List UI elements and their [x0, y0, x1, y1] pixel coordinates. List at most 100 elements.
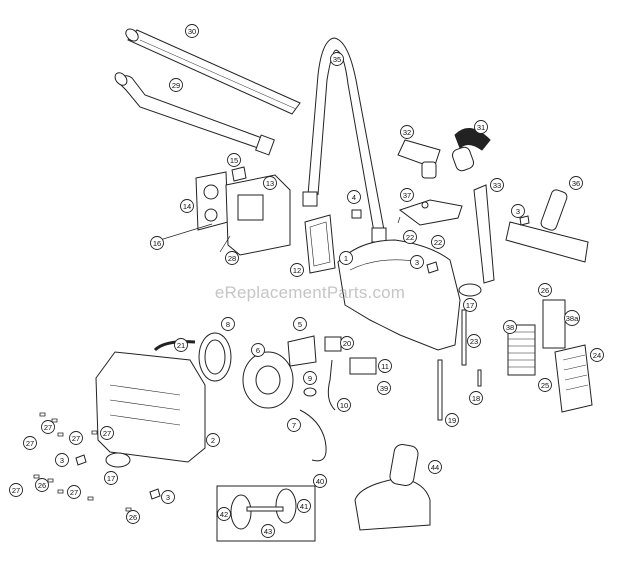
callout-number: 4 — [352, 193, 356, 202]
callout-29: 29 — [169, 78, 183, 92]
callout-22a: 22 — [403, 230, 417, 244]
callout-number: 36 — [572, 179, 580, 188]
part-29-curved-wand — [113, 70, 275, 154]
callout-circle — [227, 153, 241, 167]
callout-circle — [67, 485, 81, 499]
callout-circle — [150, 236, 164, 250]
part-15-indicator-lens — [232, 167, 246, 181]
callout-41: 41 — [297, 499, 311, 513]
part-20-bracket — [325, 337, 341, 351]
callout-circle — [303, 371, 317, 385]
callout-circle — [347, 190, 361, 204]
callout-39: 39 — [377, 381, 391, 395]
callout-number: 29 — [172, 81, 180, 90]
callout-21: 21 — [174, 338, 188, 352]
callout-number: 14 — [183, 202, 191, 211]
callout-circle — [403, 230, 417, 244]
callout-number: 7 — [292, 421, 296, 430]
callout-circle — [410, 255, 424, 269]
callout-circle — [287, 418, 301, 432]
callout-38: 38 — [503, 320, 517, 334]
callout-circle — [69, 431, 83, 445]
callout-number: 24 — [593, 351, 601, 360]
callout-circle — [290, 263, 304, 277]
callout-7: 7 — [287, 418, 301, 432]
callout-number: 26 — [541, 286, 549, 295]
callout-number: 3 — [415, 258, 419, 267]
part-17-oval-pad-lower — [106, 453, 130, 467]
part-7-power-cord — [300, 410, 326, 461]
callout-number: 19 — [448, 416, 456, 425]
callout-circle — [490, 178, 504, 192]
callout-27c: 27 — [100, 426, 114, 440]
callout-12: 12 — [290, 263, 304, 277]
callout-circle — [569, 176, 583, 190]
callout-number: 21 — [177, 341, 185, 350]
callout-circle — [463, 298, 477, 312]
callout-number: 12 — [293, 266, 301, 275]
callout-number: 3 — [166, 493, 170, 502]
part-21-gasket — [155, 342, 195, 350]
callout-number: 37 — [403, 191, 411, 200]
callout-circle — [538, 283, 552, 297]
callout-number: 27 — [72, 434, 80, 443]
callout-circle — [221, 317, 235, 331]
callout-circle — [293, 317, 307, 331]
callout-number: 38 — [506, 323, 514, 332]
callout-27e: 27 — [9, 483, 23, 497]
callout-number: 44 — [431, 463, 439, 472]
callout-number: 3 — [516, 207, 520, 216]
callout-27a: 27 — [41, 420, 55, 434]
callout-26a: 26 — [538, 283, 552, 297]
callout-40: 40 — [313, 474, 327, 488]
part-8-motor-ring — [199, 333, 231, 381]
part-30-extension-wand — [123, 27, 300, 114]
callout-circle — [55, 453, 69, 467]
callout-number: 9 — [308, 374, 312, 383]
callout-3d: 3 — [161, 490, 175, 504]
callout-number: 16 — [153, 239, 161, 248]
callout-circle — [467, 334, 481, 348]
part-37-nozzle — [400, 200, 462, 225]
part-24-filter-cover — [555, 345, 592, 412]
part-5-pad — [288, 336, 316, 366]
callout-number: 27 — [70, 488, 78, 497]
callout-8: 8 — [221, 317, 235, 331]
callout-number: 25 — [541, 381, 549, 390]
part-19-rod — [438, 360, 442, 420]
callout-number: 43 — [264, 527, 272, 536]
callout-number: 28 — [228, 254, 236, 263]
callout-number: 8 — [226, 320, 230, 329]
callout-37: 37 — [400, 188, 414, 202]
callout-circle — [378, 359, 392, 373]
part-27-screws — [34, 413, 131, 511]
callout-14: 14 — [180, 199, 194, 213]
callout-circle — [469, 391, 483, 405]
part-9-small-cap — [304, 388, 316, 396]
callout-number: 27 — [44, 423, 52, 432]
callout-number: 27 — [26, 439, 34, 448]
part-18-rod — [478, 370, 481, 386]
callout-1: 1 — [339, 251, 353, 265]
callout-number: 3 — [60, 456, 64, 465]
callout-36: 36 — [569, 176, 583, 190]
callout-number: 31 — [477, 123, 485, 132]
callout-circle — [564, 310, 580, 326]
callout-44: 44 — [428, 460, 442, 474]
part-13-filter-bag — [226, 175, 290, 255]
part-1-main-housing — [338, 240, 460, 350]
callout-circle — [23, 436, 37, 450]
part-38a-filter-sheet — [543, 300, 565, 348]
callout-32: 32 — [400, 125, 414, 139]
callout-number: 17 — [107, 474, 115, 483]
part-36-floor-tool — [506, 188, 588, 262]
part-35-shoulder-strap — [303, 38, 386, 242]
part-31-dusting-brush — [451, 129, 490, 173]
callout-circle — [126, 510, 140, 524]
callout-circle — [180, 199, 194, 213]
callout-circle — [9, 483, 23, 497]
callout-6: 6 — [251, 343, 265, 357]
callout-27f: 27 — [67, 485, 81, 499]
leader-lines — [159, 216, 401, 253]
callout-number: 27 — [12, 486, 20, 495]
